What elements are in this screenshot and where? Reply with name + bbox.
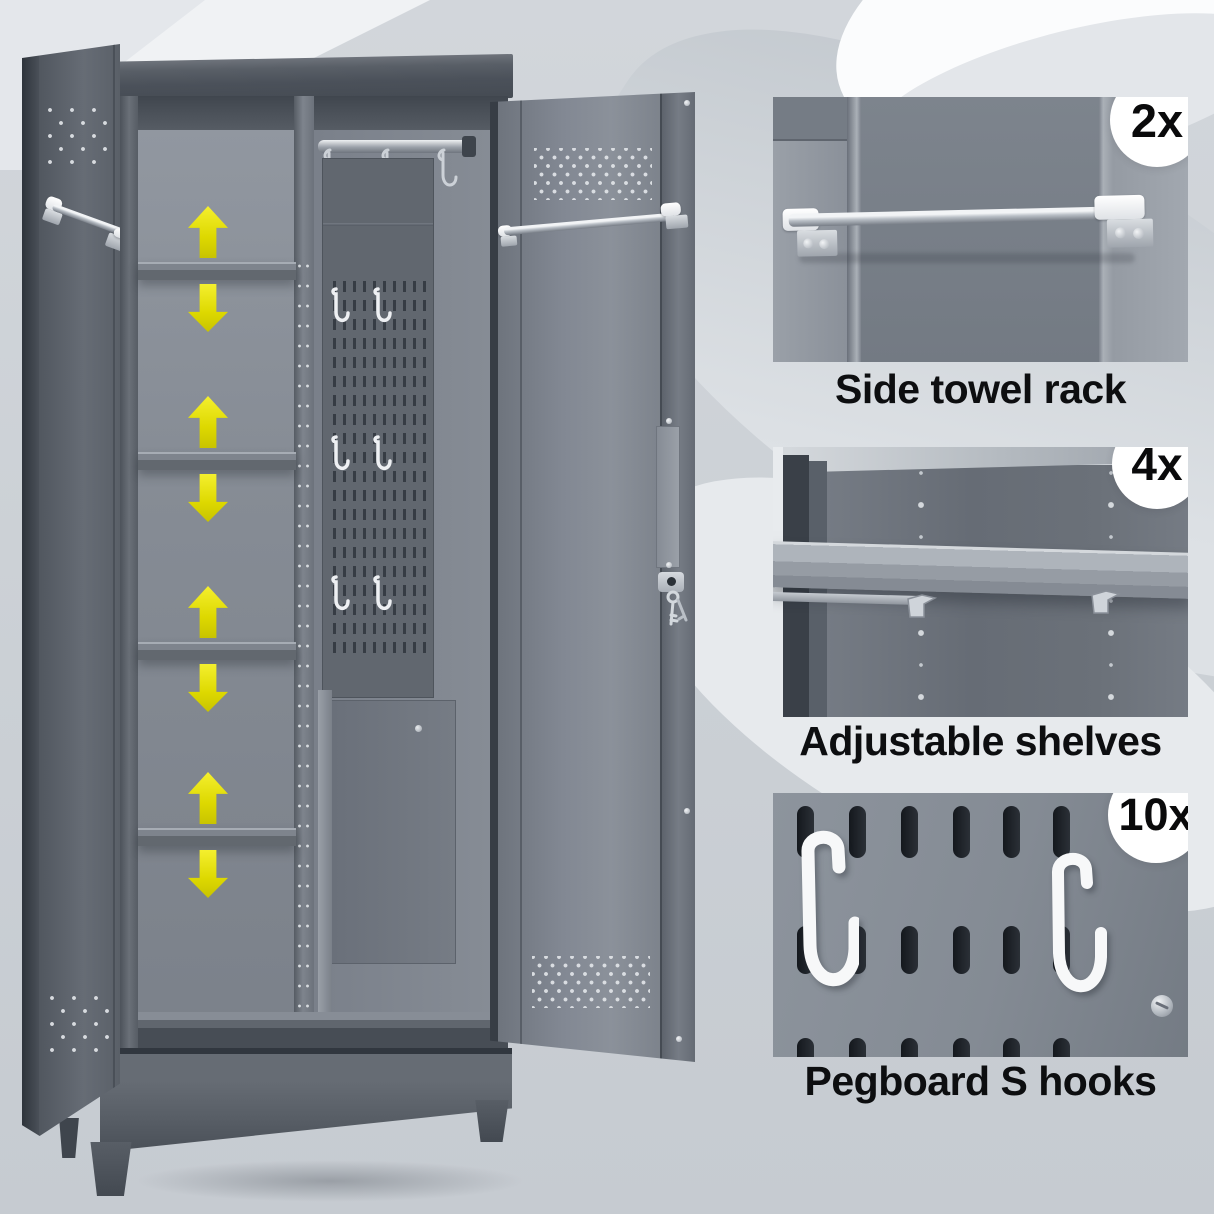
shelf-adjustment-holes xyxy=(298,256,301,1096)
screw xyxy=(666,562,672,568)
adjustable-shelf xyxy=(138,452,296,470)
towel-bar-mount xyxy=(1106,218,1154,248)
light-edge xyxy=(773,447,783,531)
left-door xyxy=(22,44,120,1136)
quantity-label: 2x xyxy=(1130,97,1184,147)
pegboard-slot xyxy=(1003,806,1020,858)
right-door xyxy=(490,92,695,1062)
panel-groove xyxy=(847,97,861,362)
vent-dots xyxy=(50,996,110,1060)
left-door-crease xyxy=(113,44,115,1136)
pegboard-hook-icon xyxy=(331,287,350,323)
pegboard-slot xyxy=(901,926,918,974)
keys-icon xyxy=(666,590,688,626)
door-lock xyxy=(658,572,684,592)
screw xyxy=(684,100,690,106)
quantity-label: 10x xyxy=(1118,793,1188,840)
right-door-edge xyxy=(490,92,498,1062)
bar-shadow xyxy=(799,253,1135,263)
screw xyxy=(1151,995,1173,1017)
cabinet-foot xyxy=(475,1100,509,1142)
door-panel xyxy=(861,97,1099,362)
screw xyxy=(666,418,672,424)
adjustable-shelf xyxy=(138,642,296,660)
towel-rack xyxy=(782,188,1183,267)
right-door-inner-face xyxy=(498,92,660,1062)
cabinet-left-frame xyxy=(116,96,138,1048)
feature-photo-pegboard-hooks: 10x xyxy=(773,793,1188,1057)
pegboard-hook-icon xyxy=(373,435,392,471)
vent-dots xyxy=(534,148,652,200)
lower-divider xyxy=(318,690,332,1020)
keyhole-icon xyxy=(667,577,676,586)
s-hook-icon xyxy=(1052,853,1107,993)
pegboard-seam xyxy=(323,223,433,226)
pegboard-slot xyxy=(849,1038,866,1057)
pegboard-slot xyxy=(953,926,970,974)
feature-caption: Side towel rack xyxy=(834,365,1127,412)
right-door-crease xyxy=(520,92,522,1062)
door-panel-edge xyxy=(773,97,852,141)
pegboard-slot xyxy=(1003,1038,1020,1057)
pegboard-slot xyxy=(1003,926,1020,974)
feature-caption: Adjustable shelves xyxy=(799,717,1162,764)
rail-s-hook-icon xyxy=(437,148,458,187)
pegboard-hook-icon xyxy=(331,575,350,611)
quantity-label: 4x xyxy=(1131,447,1183,490)
shelf-clip-icon xyxy=(907,594,938,618)
pegboard-slot xyxy=(849,806,866,858)
lock-plate xyxy=(656,426,680,568)
pegboard-slot xyxy=(901,806,918,858)
cabinet-foot xyxy=(90,1142,132,1196)
left-door-edge xyxy=(22,44,39,1136)
pegboard-hook-icon xyxy=(331,435,350,471)
pegboard-slot xyxy=(1053,1038,1070,1057)
lower-compartment-panel xyxy=(330,700,456,964)
screw xyxy=(676,1036,682,1042)
pegboard-slot xyxy=(1053,806,1070,858)
screw xyxy=(684,808,690,814)
pegboard-slot xyxy=(953,1038,970,1057)
interior-corner xyxy=(809,461,827,717)
pegboard-slot xyxy=(953,806,970,858)
s-hook-icon xyxy=(801,830,859,987)
vent-dots xyxy=(48,108,114,172)
cabinet-foot xyxy=(59,1118,79,1158)
cabinet-floor xyxy=(138,1012,508,1048)
vent-dots xyxy=(532,956,650,1008)
towel-bar-mount xyxy=(665,214,689,230)
pegboard-hook-icon xyxy=(373,575,392,611)
adjustable-shelf xyxy=(138,262,296,280)
hanger-rail xyxy=(318,140,474,153)
interior-top-rail xyxy=(138,96,508,130)
towel-bar xyxy=(503,212,674,236)
cabinet-base xyxy=(100,1048,512,1152)
shelf-adjustment-holes xyxy=(306,256,309,1096)
interior-divider-wall xyxy=(294,96,314,1096)
adjustable-shelf xyxy=(138,828,296,846)
towel-bar-cap xyxy=(1094,194,1145,220)
towel-bar xyxy=(788,205,1139,227)
quantity-badge: 10x xyxy=(1108,793,1188,863)
feature-photo-adjustable-shelves: 4x xyxy=(773,447,1188,717)
pegboard-hook-icon xyxy=(373,287,392,323)
pegboard-slot xyxy=(901,1038,918,1057)
feature-photo-towel-rack: 2x xyxy=(773,97,1188,362)
hanger-rail-bracket xyxy=(462,136,476,157)
panel-groove xyxy=(1099,97,1113,362)
towel-bar-mount xyxy=(500,235,518,247)
pegboard-slot xyxy=(797,1038,814,1057)
floor-shadow xyxy=(60,1152,600,1210)
pegboard-panel xyxy=(322,158,434,698)
screw xyxy=(415,725,422,732)
shelf-clip-icon xyxy=(1091,590,1122,614)
feature-caption: Pegboard S hooks xyxy=(804,1057,1157,1104)
